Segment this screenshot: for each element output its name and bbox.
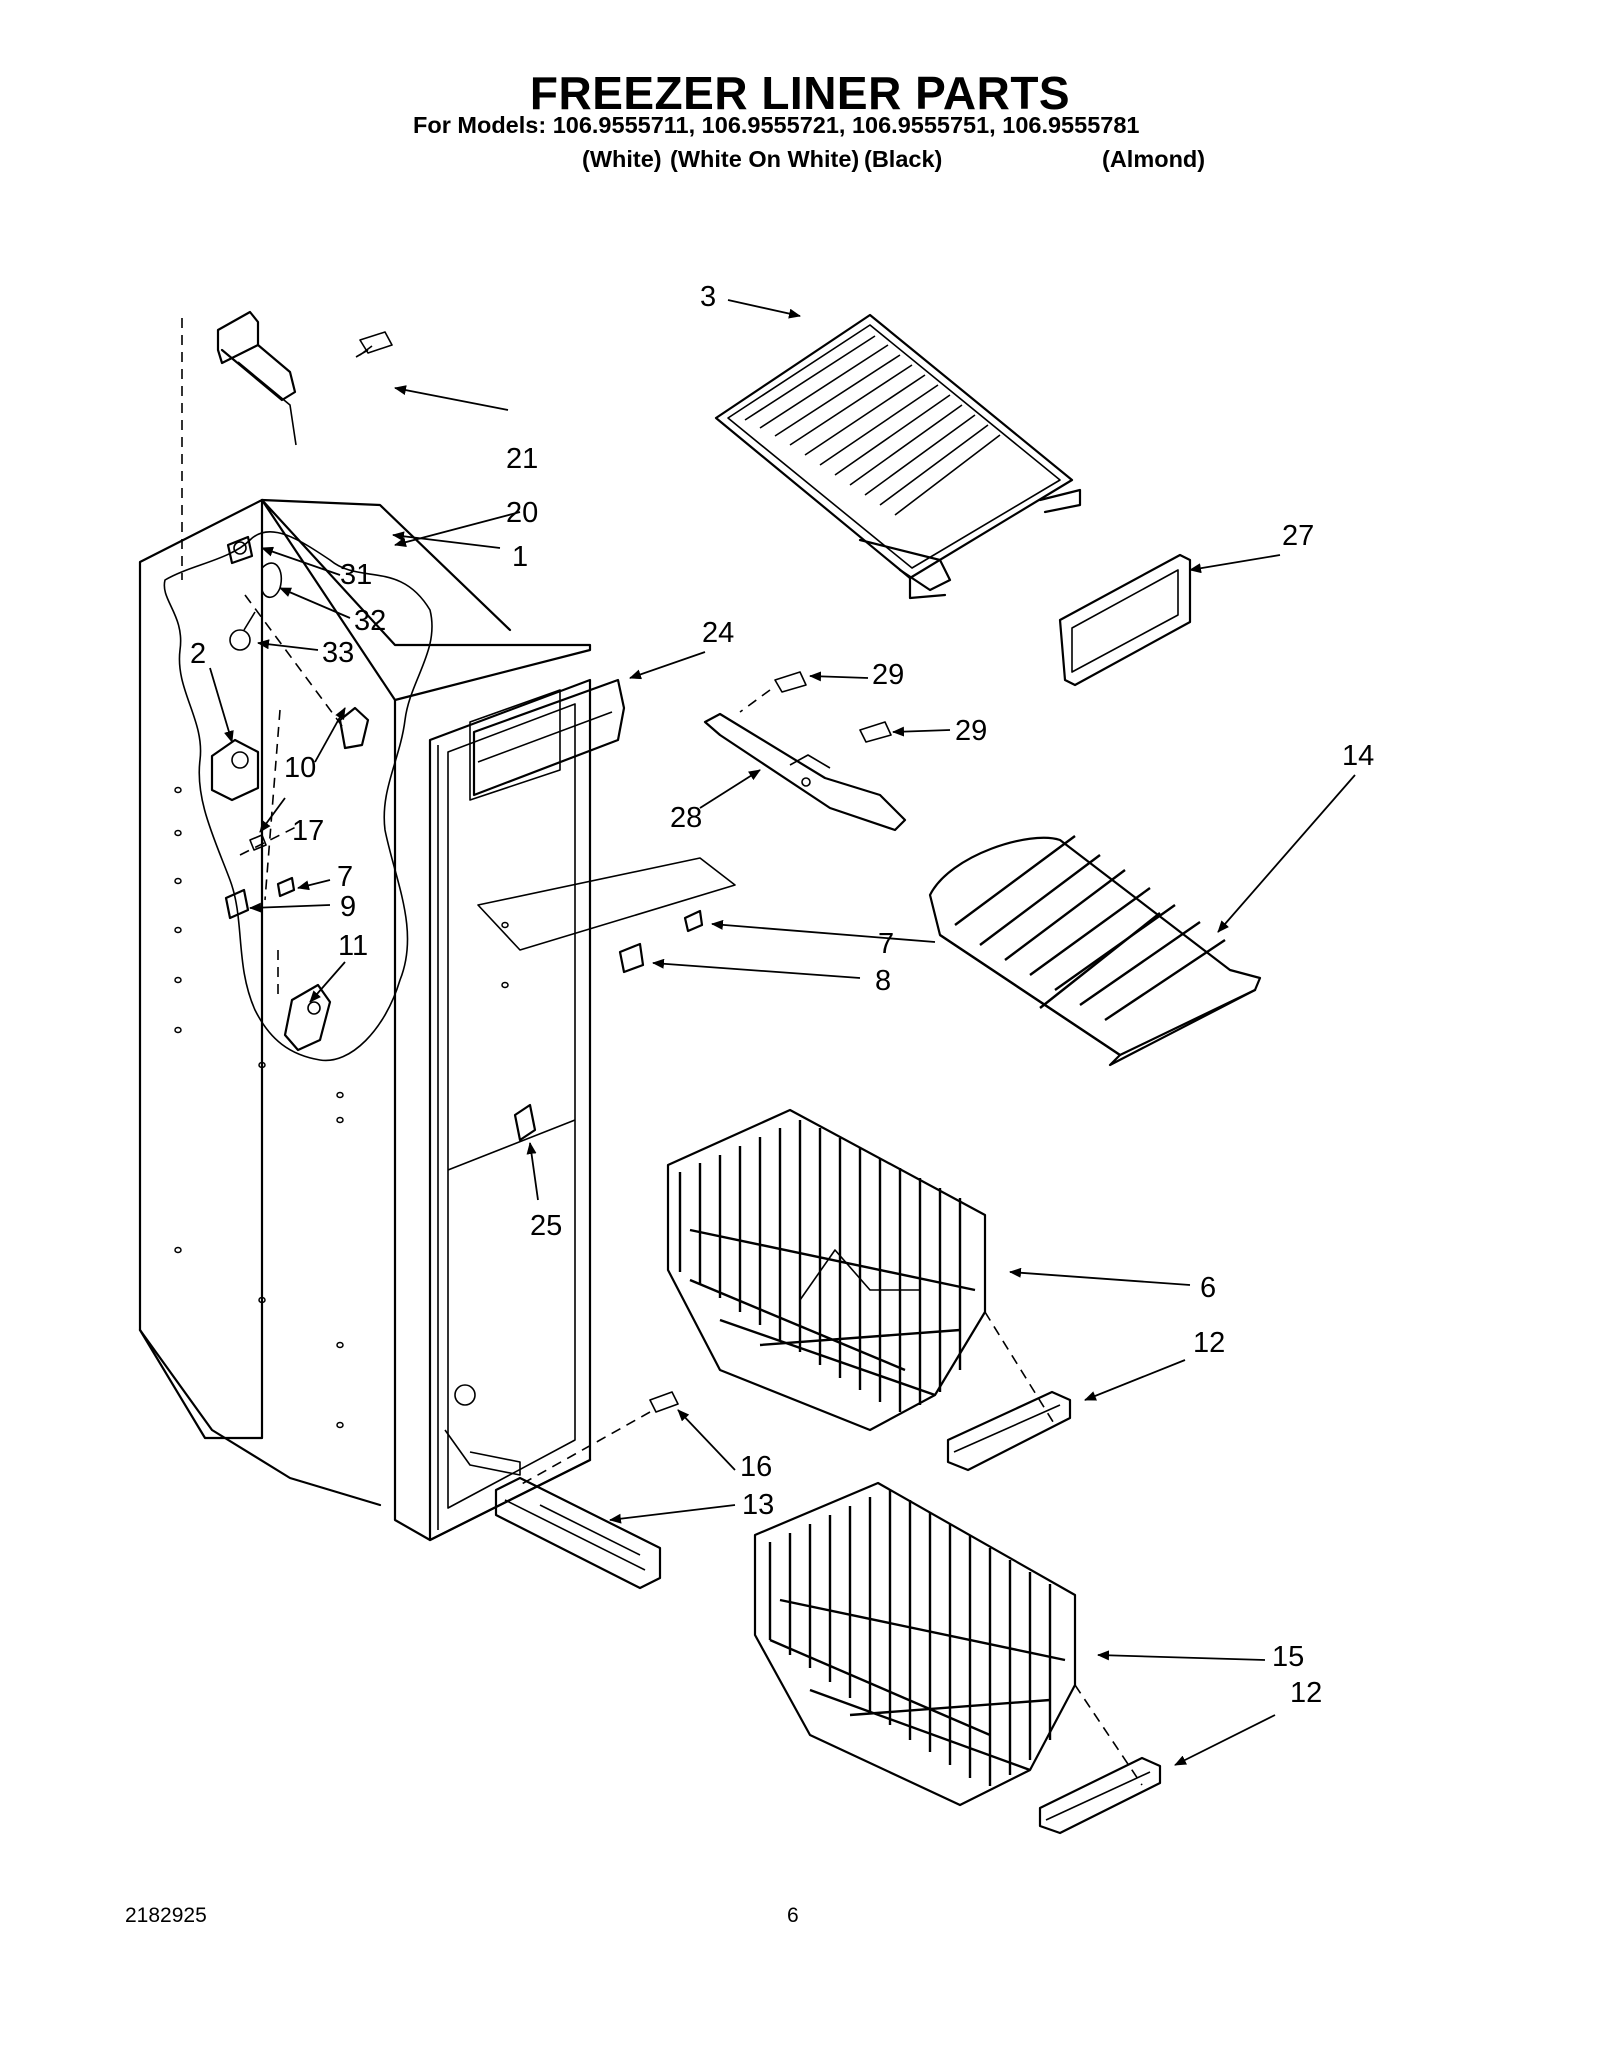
bracket-28 [703, 712, 907, 832]
callout-21: 21 [506, 443, 538, 475]
callout-24: 24 [702, 617, 734, 649]
color-black: (Black) [864, 146, 943, 172]
callout-8: 8 [875, 965, 891, 997]
callout-13: 13 [742, 1489, 774, 1521]
duct-cover-24 [472, 678, 626, 797]
callout-7b: 7 [878, 928, 894, 960]
callout-31: 31 [340, 559, 372, 591]
callout-27: 27 [1282, 520, 1314, 552]
callout-12a: 12 [1193, 1327, 1225, 1359]
thermostat-2-icon [210, 738, 260, 802]
callout-15: 15 [1272, 1641, 1304, 1673]
doc-number: 2182925 [125, 1904, 207, 1927]
mounting-plate [477, 857, 736, 974]
page-title: FREEZER LINER PARTS [529, 67, 1071, 119]
clip-7a-icon [276, 876, 296, 898]
callout-labels: 1 2 3 6 7 7 8 9 10 11 12 12 13 14 15 16 … [190, 281, 1374, 1709]
callout-9: 9 [340, 891, 356, 923]
bottom-trim-13 [494, 1476, 662, 1590]
guide-12a [984, 1311, 1056, 1426]
light-bulb-33-icon [229, 611, 256, 651]
callout-28: 28 [670, 802, 702, 834]
clip-17-icon [338, 706, 370, 750]
callout-29a: 29 [872, 659, 904, 691]
callout-25: 25 [530, 1210, 562, 1242]
callout-11: 11 [338, 930, 368, 962]
wire-basket-15 [753, 1481, 1077, 1807]
callout-2: 2 [190, 638, 206, 670]
freezer-liner [138, 318, 592, 1542]
left-panel-dashed-guides [239, 594, 346, 1000]
connector-9-icon [224, 888, 250, 920]
connector-25 [513, 1103, 537, 1142]
guide-16 [519, 1411, 651, 1486]
switch-11-icon [283, 983, 332, 1052]
callout-10: 10 [284, 752, 316, 784]
callout-32: 32 [354, 605, 386, 637]
wire-basket-6 [666, 1108, 987, 1432]
callout-16: 16 [740, 1451, 772, 1483]
callout-6: 6 [1200, 1272, 1216, 1304]
callout-20: 20 [506, 497, 538, 529]
models-line: For Models: 106.9555711, 106.9555721, 10… [413, 112, 1140, 138]
callout-14: 14 [1342, 740, 1374, 772]
callout-29b: 29 [955, 715, 987, 747]
callout-12b: 12 [1290, 1677, 1322, 1709]
screw-16-icon [649, 1391, 679, 1413]
page-number: 6 [787, 1904, 799, 1927]
callout-1: 1 [512, 541, 528, 573]
light-socket-31-icon [226, 535, 254, 565]
screw-29a-icon [774, 671, 807, 693]
callout-3: 3 [700, 281, 716, 313]
callout-33: 33 [322, 637, 354, 669]
color-white-on-white: (White On White) [670, 146, 860, 172]
trim-12a [946, 1390, 1072, 1472]
guide-12b [1074, 1684, 1143, 1786]
glass-shelf-3 [714, 313, 1082, 600]
cover-27 [1058, 553, 1192, 687]
screw-29b-icon [859, 721, 892, 743]
callout-7a: 7 [337, 861, 353, 893]
callout-17: 17 [292, 815, 324, 847]
wire-shelf-14 [928, 835, 1262, 1067]
screw-21-icon [355, 331, 393, 358]
color-almond: (Almond) [1102, 146, 1206, 172]
callout-arrows [209, 299, 1356, 1766]
screw-10-icon [249, 834, 267, 851]
light-wire-32-icon [261, 562, 282, 599]
guide-28 [739, 689, 771, 713]
hinge-bracket-20 [216, 310, 297, 446]
trim-12b [1038, 1756, 1162, 1835]
color-white: (White) [582, 146, 662, 172]
